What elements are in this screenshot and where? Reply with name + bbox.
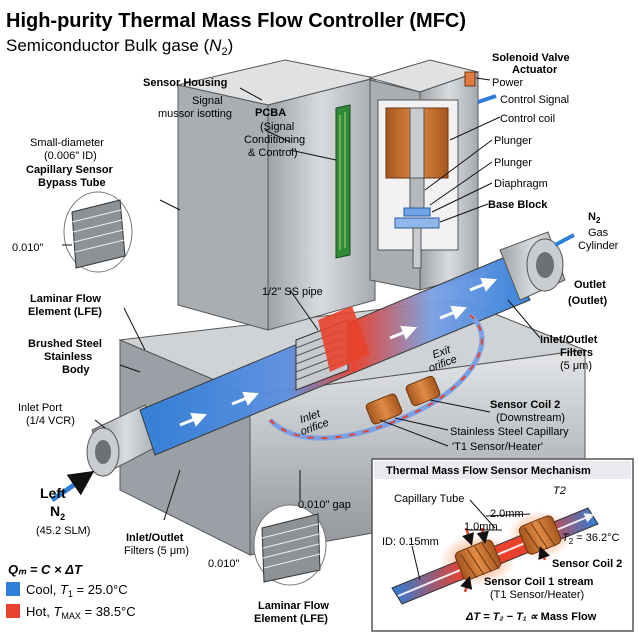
- lfe-plate-detail: [253, 504, 327, 586]
- label-outlet-1: Outlet: [574, 279, 606, 291]
- inset-coil1-label-2: (T1 Sensor/Heater): [490, 589, 584, 601]
- legend-cool-label: Cool, T1 = 25.0°C: [26, 582, 128, 599]
- label-control-signal: Control Signal: [500, 94, 569, 106]
- label-plunger-2: Plunger: [494, 157, 532, 169]
- diaphragm: [403, 207, 431, 217]
- legend-hot-swatch: [6, 604, 20, 618]
- label-coil2-1: Sensor Coil 2: [490, 399, 560, 411]
- label-inlet-port-1: Inlet Port: [18, 402, 62, 414]
- diagram-subtitle: Semiconductor Bulk gase (N2): [6, 36, 233, 58]
- sensor-coil-2: [405, 375, 441, 407]
- label-lfe-bottom-1: Laminar Flow: [258, 600, 329, 612]
- flow-arrow: [469, 277, 497, 292]
- inlet-arrow: [50, 470, 95, 503]
- label-signal-2: mussor isotting: [158, 108, 232, 120]
- inset-dim-1mm: 1.0mm: [464, 521, 498, 533]
- label-pcba: PCBA: [255, 107, 286, 119]
- label-solenoid-2: Actuator: [512, 64, 558, 76]
- sensor-mechanism-inset: Thermal Mass Flow Sensor Mechanism: [371, 458, 634, 632]
- gas-cylinder-arrow: [554, 233, 575, 247]
- label-brushed-3: Body: [62, 364, 90, 376]
- inset-title: Thermal Mass Flow Sensor Mechanism: [386, 465, 591, 477]
- inset-coil2-label: Sensor Coil 2: [552, 558, 622, 570]
- label-base-block: Base Block: [488, 199, 548, 211]
- labels: Sensor Housing Signal mussor isotting PC…: [12, 52, 619, 625]
- flow-arrow: [231, 391, 259, 406]
- label-coil2-2: (Downstream): [496, 412, 565, 424]
- plunger: [409, 177, 425, 211]
- label-gap-bottom: 0.010" gap: [298, 499, 351, 511]
- inset-t2-value: T2 = 36.2°C: [562, 532, 620, 546]
- inset-dim-2mm: 2.0mm: [490, 508, 524, 520]
- label-small-diameter-2: (0.006" ID): [44, 150, 97, 162]
- label-gap-left: 0.010": [12, 242, 44, 254]
- label-brushed-2: Stainless: [44, 351, 92, 363]
- sensor-housing: [177, 59, 376, 331]
- label-small-diameter-1: Small-diameter: [30, 137, 104, 149]
- label-filters-right-3: (5 μm): [560, 360, 592, 372]
- label-inlet-port-2: (1/4 VCR): [26, 415, 75, 427]
- legend-hot-label: Hot, TMAX = 38.5°C: [26, 604, 136, 621]
- label-gap-bottom-left: 0.010": [208, 558, 240, 570]
- label-gas: Gas: [588, 227, 609, 239]
- laminar-flow-element: [295, 306, 370, 391]
- label-sensor-housing: Sensor Housing: [143, 77, 227, 89]
- label-ss-pipe: 1/2" SS pipe: [262, 286, 323, 298]
- label-filters-bottom-2: Filters (5 μm): [124, 545, 189, 557]
- legend-formula: Qₘ = C × ΔT: [8, 562, 83, 577]
- inset-id-label: ID: 0.15mm: [382, 536, 439, 548]
- control-signal-arrow: [477, 94, 497, 104]
- temperature-legend: Qₘ = C × ΔT Cool, T1 = 25.0°C Hot, TMAX …: [6, 562, 136, 621]
- label-solenoid-1: Solenoid Valve: [492, 52, 570, 64]
- label-capillary-1: Capillary Sensor: [26, 164, 114, 176]
- label-pcba-3: & Control): [248, 147, 298, 159]
- solenoid-valve-housing: [368, 59, 480, 291]
- bypass-capillary: [268, 313, 485, 441]
- inset-capillary-label: Capillary Tube: [394, 493, 464, 505]
- capillary-plate-detail: [63, 191, 133, 273]
- label-lfe-2: Element (LFE): [28, 306, 102, 318]
- label-left: Left: [40, 485, 66, 501]
- label-brushed-1: Brushed Steel: [28, 338, 102, 350]
- label-outlet-2: (Outlet): [568, 295, 607, 307]
- inset-coil1-label-1: Sensor Coil 1 stream: [484, 576, 594, 588]
- diagram-title: High-purity Thermal Mass Flow Controller…: [6, 10, 466, 32]
- label-t1-sensor: 'T1 Sensor/Heater': [452, 441, 543, 453]
- label-capillary-2: Bypass Tube: [38, 177, 106, 189]
- inset-t2-label: T2: [553, 485, 566, 497]
- flow-arrow: [389, 325, 417, 340]
- label-flow-rate: (45.2 SLM): [36, 525, 90, 537]
- label-lfe-bottom-2: Element (LFE): [254, 613, 328, 625]
- label-pcba-1: (Signal: [260, 121, 294, 133]
- label-power: Power: [492, 77, 524, 89]
- label-plunger-1: Plunger: [494, 135, 532, 147]
- label-n2-right: N2: [588, 211, 601, 225]
- label-diaphragm: Diaphragm: [494, 178, 548, 190]
- sensor-coil-1: [365, 393, 403, 425]
- label-cylinder: Cylinder: [578, 240, 619, 252]
- flow-arrow: [439, 305, 467, 320]
- leader-lines: [62, 77, 541, 521]
- label-control-coil: Control coil: [500, 113, 555, 125]
- inset-coil-1: [454, 539, 502, 581]
- label-signal-1: Signal: [192, 95, 223, 107]
- flow-arrow: [179, 412, 207, 427]
- legend-cool-swatch: [6, 582, 20, 596]
- label-filters-right-2: Filters: [560, 347, 593, 359]
- label-filters-right-1: Inlet/Outlet: [540, 334, 598, 346]
- inset-delta-formula: ΔT = T₂ − T₁ ∝ Mass Flow: [465, 611, 597, 623]
- pcba-board: [335, 104, 351, 259]
- label-ss-capillary: Stainless Steel Capillary: [450, 426, 569, 438]
- label-left-n2: N2: [50, 503, 65, 522]
- label-filters-bottom-1: Inlet/Outlet: [126, 532, 184, 544]
- label-pcba-2: Conditioning: [244, 134, 305, 146]
- label-lfe-1: Laminar Flow: [30, 293, 101, 305]
